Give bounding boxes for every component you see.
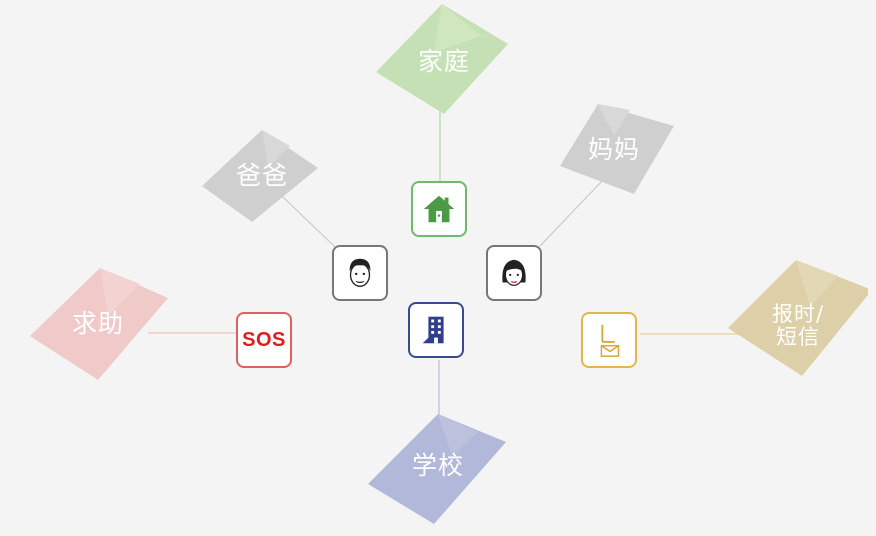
node-home-label: 家庭 bbox=[417, 47, 470, 76]
sos-text: SOS bbox=[242, 328, 286, 351]
house-icon bbox=[423, 195, 455, 223]
tile-home[interactable] bbox=[411, 181, 467, 237]
node-report[interactable]: 报时/ 短信 bbox=[728, 256, 868, 396]
node-mom[interactable]: 妈妈 bbox=[544, 80, 684, 220]
node-report-label-line2: 短信 bbox=[775, 325, 820, 349]
tile-mom[interactable] bbox=[486, 245, 542, 301]
node-help[interactable]: 求助 bbox=[28, 254, 168, 394]
connector-mom bbox=[539, 180, 603, 247]
node-help-label: 求助 bbox=[71, 309, 124, 338]
tile-dad[interactable] bbox=[332, 245, 388, 301]
node-help-shape bbox=[30, 268, 168, 380]
node-report-shape bbox=[728, 260, 868, 376]
node-dad[interactable]: 爸爸 bbox=[192, 106, 332, 246]
node-mom-label: 妈妈 bbox=[587, 135, 640, 164]
building-icon bbox=[422, 316, 444, 344]
tile-report[interactable] bbox=[581, 312, 637, 368]
node-home-shape bbox=[376, 4, 508, 114]
node-home[interactable]: 家庭 bbox=[374, 0, 514, 132]
node-school[interactable]: 学校 bbox=[368, 396, 508, 536]
connector-dad bbox=[281, 195, 337, 249]
clock-mail-icon bbox=[600, 324, 620, 357]
tile-sos[interactable]: SOS bbox=[236, 312, 292, 368]
female-face-icon bbox=[502, 259, 526, 286]
node-report-label-line1: 报时/ bbox=[771, 302, 825, 326]
node-dad-shape bbox=[202, 130, 318, 222]
tile-school[interactable] bbox=[408, 302, 464, 358]
node-school-label: 学校 bbox=[411, 451, 464, 480]
node-dad-label: 爸爸 bbox=[235, 161, 288, 190]
node-mom-shape bbox=[560, 104, 674, 194]
node-school-shape bbox=[368, 414, 506, 524]
node-report-label: 报时/ 短信 bbox=[728, 256, 868, 396]
male-face-icon bbox=[349, 258, 371, 287]
